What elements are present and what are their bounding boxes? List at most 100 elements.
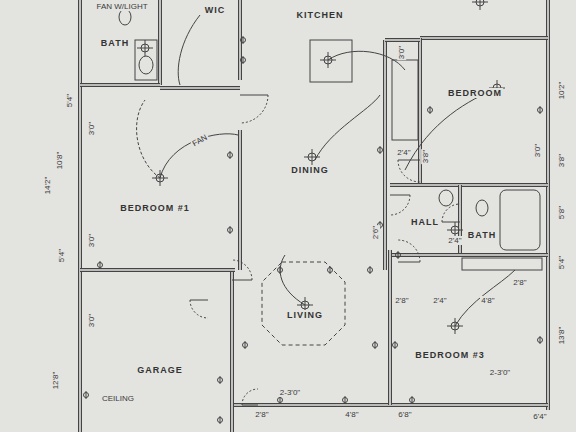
fixture-note: FAN W/LIGHT [95,2,148,11]
outlet-symbol [370,266,371,274]
room-name: BEDROOM #3 [414,350,486,360]
room: DINING [240,130,385,250]
room-name: GARAGE [136,365,184,375]
wall-core [80,84,160,86]
room-name: DINING [290,165,330,175]
light-fixtures [137,0,505,334]
switch-leg [280,255,305,305]
wall [230,270,234,432]
wall [78,0,82,432]
outlet-symbol [375,341,376,349]
wall [388,250,392,405]
dimension: 12'8" [52,370,61,390]
outlet-symbol [220,416,221,424]
light-symbol [145,40,146,56]
wall [158,0,162,85]
room: BEDROOM [420,38,548,185]
wall [238,130,242,270]
outlet-symbol [395,341,396,349]
door-swing [240,95,268,123]
door-swing [390,195,410,215]
door-swing [398,240,420,262]
outlet-symbol [230,151,231,159]
toilet [119,9,131,25]
dimension: 2'6" [371,224,380,239]
door-leaf [240,95,268,96]
dimension: 2'4" [396,148,411,157]
switch-leg [315,95,380,160]
wall-core [385,39,420,41]
room-name: BATH [467,230,497,240]
wall-core [547,0,549,410]
dimension: 3'0" [397,44,406,59]
wall [80,268,235,272]
dimension: 10'2" [558,80,567,100]
wall-core [389,250,391,405]
switch-leg [405,88,497,170]
walls [80,0,548,432]
dimension: 10'8" [56,150,65,170]
light-symbol [328,52,329,68]
outlet-symbol [230,226,231,234]
room-name: LIVING [286,310,324,320]
room: BATH [85,0,160,85]
dimension: 3'0" [87,232,96,247]
outlet-symbol [245,341,246,349]
wall-core [459,185,461,255]
door-leaf [398,262,420,263]
door-leaf [390,195,410,196]
fixture-note: CEILING [101,394,135,403]
room: GARAGE [80,270,232,432]
wall-core [384,40,386,270]
room-name: WIC [204,5,227,15]
switch-leg [328,51,405,70]
outlet-symbol [430,106,431,114]
outlet-symbol [540,106,541,114]
vanity [135,40,157,80]
bathtub [500,190,540,250]
room-name: BEDROOM [447,88,503,98]
outlet-symbol [243,36,244,44]
dimension: 2-3'0" [279,388,301,397]
wall [80,83,160,87]
door-swing [242,389,258,405]
wall-core [160,87,240,89]
sink [439,190,453,206]
door-swing [398,160,420,182]
light-symbol [160,170,161,186]
dimension: 5'8" [557,204,566,219]
outlet-symbol [280,396,281,404]
dimension: 14'2" [44,175,53,195]
dimension: 13'8" [558,325,567,345]
wall [420,36,548,40]
dimension: 3'8" [557,152,566,167]
outlet-symbol [86,391,87,399]
room-name: BEDROOM #1 [119,203,191,213]
outlet-symbol [380,146,381,154]
door-leaf [398,160,420,161]
door-swing [232,260,252,280]
dimension: 3'8" [421,148,430,163]
wall-core [231,270,233,432]
room: KITCHEN [240,0,385,130]
light-symbol [480,0,481,10]
dimension: 2'4" [432,296,447,305]
wall-core [159,0,161,85]
fixtures [119,9,542,345]
switch-leg [178,15,200,85]
dimension: 3'0" [533,142,542,157]
switch-leg [455,270,515,326]
wall [383,40,387,270]
wall [458,185,462,255]
outlet-symbol [280,266,281,274]
door-leaf [232,280,252,281]
dimension: 3'0" [87,312,96,327]
room-name: HALL [410,217,440,227]
outlet-symbol [345,396,346,404]
pantry [392,60,418,140]
dimension: 3'0" [87,120,96,135]
outlets [84,36,543,424]
outlet-symbol [412,396,413,404]
wall-core [79,0,81,432]
kitchen-island [310,40,352,82]
